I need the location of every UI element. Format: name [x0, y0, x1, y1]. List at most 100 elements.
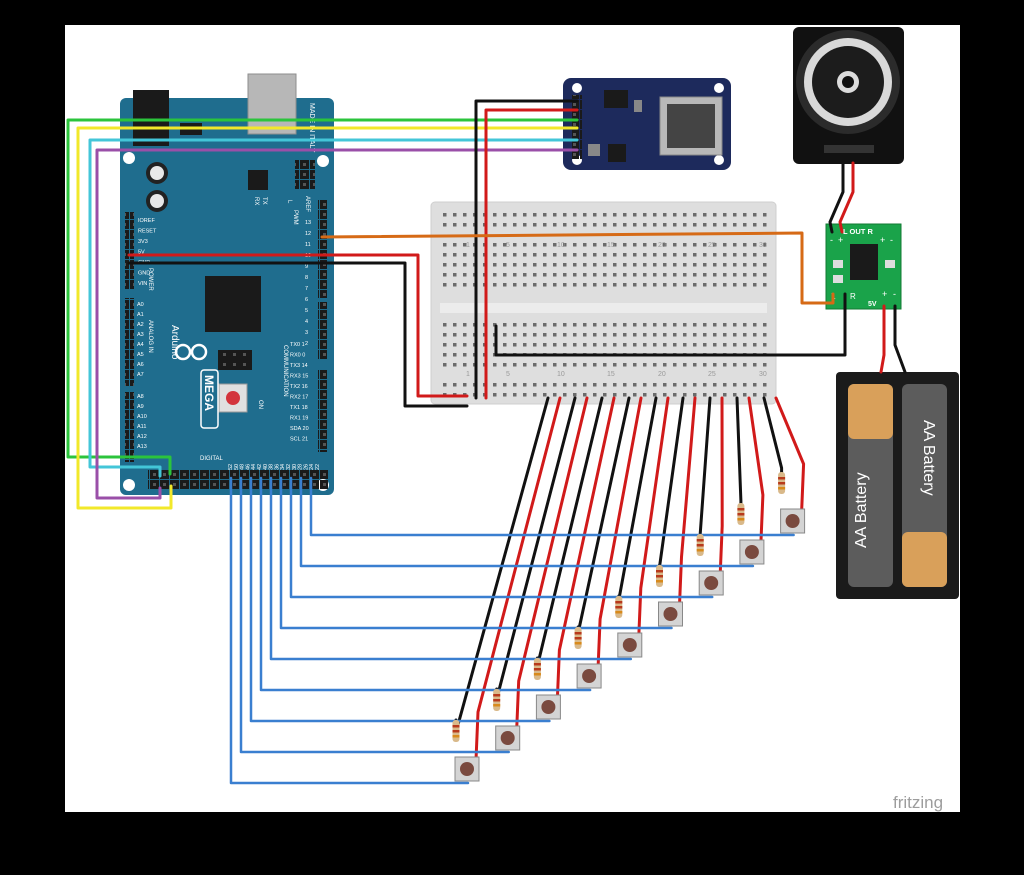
push-button: [576, 663, 602, 689]
digital-pin-label: 30: [292, 464, 298, 470]
pwm-pin-label: 11: [305, 242, 311, 248]
push-button: [495, 725, 521, 751]
wire-black-sd: [474, 99, 579, 400]
wire-red-button: [515, 396, 589, 731]
resistor: [696, 534, 704, 556]
amp-minus-left: -: [830, 235, 833, 245]
wire-black-gnd: [127, 261, 469, 408]
amp-plus-bottom: +: [882, 289, 887, 299]
wire-green-sd: [66, 118, 579, 476]
digital-pin-label: 26: [303, 464, 309, 470]
wire-blue-button: [309, 476, 795, 537]
comm-pin-label: TX3 14: [290, 363, 308, 369]
digital-pin-label: 38: [269, 464, 275, 470]
digital-pin-label: 44: [251, 464, 257, 470]
wire-red-battery: [879, 304, 886, 374]
comm-pin-label: RX3 15: [290, 374, 308, 380]
pwm-pin-label: 6: [305, 297, 308, 303]
analog-pin-label: A2: [137, 322, 144, 328]
digital-pin-label: 34: [280, 464, 286, 470]
wire-black-amp-gnd: [494, 292, 847, 357]
communication-header: [318, 370, 327, 452]
on-led-label: ON: [257, 400, 263, 409]
wire-blue-button: [229, 476, 470, 785]
push-button: [454, 756, 480, 782]
breadboard-center-channel: [440, 303, 767, 313]
bb-col-number: 5: [506, 371, 510, 378]
bb-col-number: 30: [759, 242, 767, 249]
bb-col-number: 10: [557, 242, 565, 249]
push-button: [535, 694, 561, 720]
bb-col-number: 15: [607, 242, 615, 249]
resistor: [574, 627, 582, 649]
arduino-model-text: MEGA: [202, 375, 216, 411]
digital-pin-label: 22: [315, 464, 321, 470]
digital-pin-label: 50: [234, 464, 240, 470]
push-button: [780, 508, 806, 534]
digital-pin-label: 42: [257, 464, 263, 470]
amp-plus-left: +: [838, 235, 843, 245]
analog-pin-label: A1: [137, 312, 144, 318]
analog-pin-label: A0: [137, 302, 144, 308]
l-led-label: L: [286, 200, 292, 204]
pwm-pin-label: 2: [305, 341, 308, 347]
comm-pin-label: TX0 1: [290, 342, 305, 348]
wire-black-button: [698, 396, 712, 536]
comm-pin-label: SDA 20: [290, 426, 309, 432]
bb-col-number: 20: [658, 371, 666, 378]
usb-port: [247, 73, 297, 135]
analog-pin-label: A3: [137, 332, 144, 338]
bb-col-number: 20: [658, 242, 666, 249]
wire-black-button: [735, 396, 743, 505]
tx-led-label: TX: [261, 197, 267, 205]
push-button: [617, 632, 643, 658]
battery-label-2: AA Battery: [920, 420, 937, 496]
wire-cyan-sd: [88, 138, 579, 478]
fritzing-watermark: fritzing: [893, 793, 943, 812]
digital-pin-label: 36: [274, 464, 280, 470]
amp-plus-right: +: [880, 235, 885, 245]
pwm-pin-label: 12: [305, 231, 311, 237]
aref-label: AREF: [304, 196, 310, 212]
wire-yellow-sd: [76, 126, 579, 510]
analog-pin-label: A6: [137, 362, 144, 368]
comm-pin-label: TX2 16: [290, 384, 308, 390]
comm-pin-label: RX2 17: [290, 395, 308, 401]
pwm-pin-label: 8: [305, 275, 308, 281]
resistor: [656, 565, 663, 587]
wire-red-button: [718, 396, 724, 576]
wire-blue-button: [259, 476, 592, 692]
resistor: [493, 689, 501, 711]
amp-r-label: R: [850, 292, 856, 301]
digital-header: [148, 470, 328, 490]
wire-black-battery: [893, 304, 907, 374]
bb-col-number: 25: [708, 371, 716, 378]
resistor: [737, 503, 745, 525]
pwm-pin-label: 5: [305, 308, 308, 314]
comm-pin-label: TX1 18: [290, 405, 308, 411]
battery-pack: AA Battery AA Battery: [836, 372, 959, 599]
digital-header-label: DIGITAL: [200, 456, 224, 462]
bb-col-number: 15: [607, 371, 615, 378]
bb-col-number: 1: [466, 371, 470, 378]
digital-pin-label: 32: [286, 464, 292, 470]
digital-pin-label: 52: [228, 464, 234, 470]
analog-header-label: ANALOG IN: [147, 320, 153, 353]
resistor: [615, 596, 623, 618]
power-header: [125, 212, 134, 290]
resistor: [778, 472, 786, 494]
wire-red-button: [774, 396, 806, 514]
bb-col-number: 25: [708, 242, 716, 249]
resistor: [452, 720, 460, 742]
pwm-header-lower: [318, 302, 327, 360]
pwm-header: [318, 200, 327, 298]
bb-col-number: 1: [466, 242, 470, 249]
comm-pin-label: RX0 0: [290, 353, 305, 359]
analog-pin-label: A11: [137, 424, 146, 430]
wire-red-button: [474, 396, 562, 762]
arduino-brand-text: Arduino: [169, 325, 180, 360]
power-pin-label: IOREF: [138, 218, 155, 224]
pwm-pin-label: 7: [305, 286, 308, 292]
analog-pin-label: A9: [137, 404, 144, 410]
digital-pin-label: 46: [245, 464, 251, 470]
